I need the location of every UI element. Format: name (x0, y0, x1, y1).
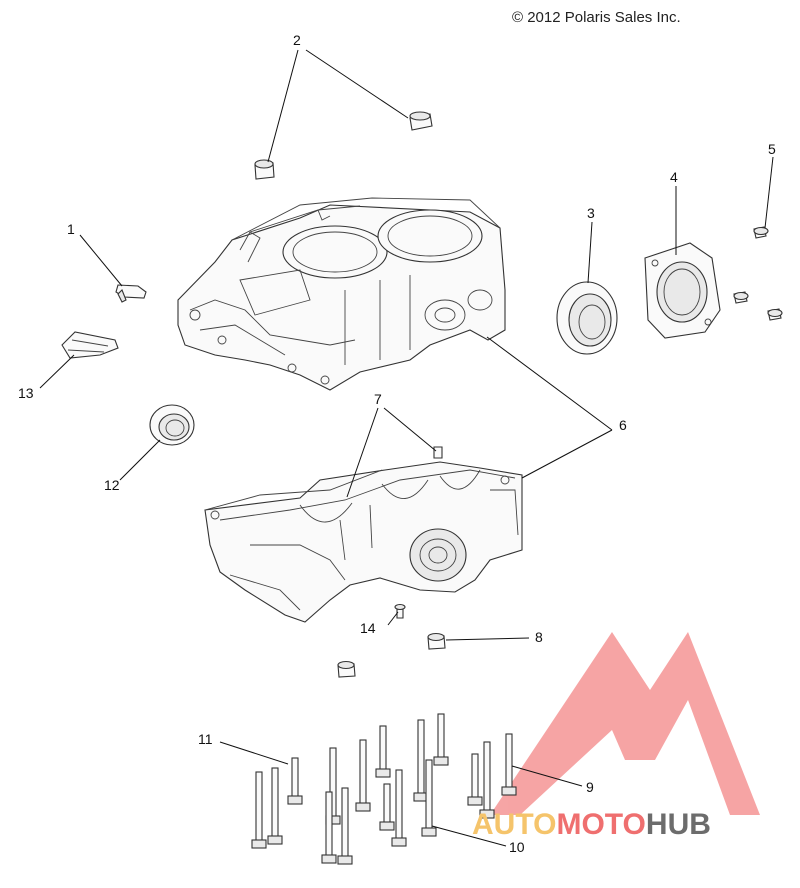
cover-screw (753, 226, 769, 239)
dowel-pin-bottom-a (427, 632, 446, 650)
bolt (379, 783, 395, 831)
upper-crankcase (177, 197, 506, 391)
leader-lines (39, 49, 774, 847)
watermark-hub: HUB (646, 808, 711, 841)
callout-12: 12 (104, 477, 120, 493)
watermark-auto: AUTO (472, 808, 556, 841)
callout-8: 8 (535, 629, 543, 645)
watermark-brand-text: AUTOMOTOHUB (472, 808, 711, 841)
watermark-moto: MOTO (556, 808, 645, 841)
callout-7: 7 (374, 391, 382, 407)
crankcase-bolts (251, 713, 517, 865)
dowel-pin-bottom-b (337, 660, 356, 678)
small-screw (394, 603, 406, 619)
breather-fitting (115, 284, 147, 303)
bolt (391, 769, 407, 847)
svg-text:AUTOMOTOHUB: AUTOMOTOHUB (472, 808, 711, 841)
bolt (355, 739, 371, 812)
bolt (337, 787, 353, 865)
dowel-pin-lower (254, 159, 275, 180)
watermark-logo-icon (490, 632, 760, 815)
bolt (479, 741, 495, 819)
lower-crankcase (204, 446, 523, 623)
bolt (251, 771, 267, 849)
oil-seal (149, 404, 195, 446)
crankshaft-seal (556, 281, 618, 355)
bolt (421, 759, 437, 837)
bolt (375, 725, 391, 778)
bolt (287, 757, 303, 805)
callout-1: 1 (67, 221, 75, 237)
callout-14: 14 (360, 620, 376, 636)
copyright-text: © 2012 Polaris Sales Inc. (512, 9, 681, 26)
bolt (267, 767, 283, 845)
callout-11: 11 (198, 731, 213, 747)
bolt (433, 713, 449, 766)
callout-labels: 1 2 3 4 5 6 7 8 9 10 11 12 13 14 (18, 32, 776, 855)
callout-2: 2 (293, 32, 301, 48)
bolt (501, 733, 517, 796)
bolt (467, 753, 483, 806)
callout-13: 13 (18, 385, 34, 401)
callout-3: 3 (587, 205, 595, 221)
cover-screw-b (733, 291, 749, 304)
dowel-pin-upper (409, 111, 433, 131)
callout-5: 5 (768, 141, 776, 157)
bolt (321, 791, 337, 864)
cover-plate (644, 242, 721, 339)
callout-10: 10 (509, 839, 525, 855)
retaining-clip (61, 331, 119, 359)
cover-screw-c (767, 308, 783, 321)
callout-9: 9 (586, 779, 594, 795)
callout-4: 4 (670, 169, 678, 185)
callout-6: 6 (619, 417, 627, 433)
